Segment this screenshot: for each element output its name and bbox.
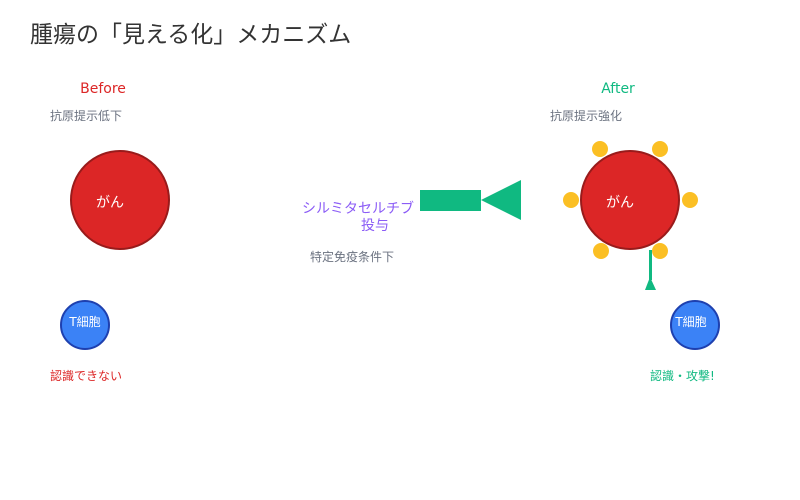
condition-note: 特定免疫条件下 [310,249,394,264]
after-tcell-label: T細胞 [674,315,706,329]
after-result: 認識・攻撃! [650,368,715,383]
after-note: 抗原提示強化 [550,108,622,123]
arrow-shaft [420,190,481,211]
antigen [592,141,608,157]
antigen [652,243,668,259]
antigen [682,192,698,208]
attack-arrow-head-icon [645,277,656,290]
antigen [652,141,668,157]
before-result: 認識できない [50,368,122,383]
before-note: 抗原提示低下 [50,108,122,123]
before-tcell [60,300,110,350]
antigens [563,141,698,259]
drug-name: シルミタセルチブ [302,200,414,217]
after-cancer-cell [580,150,680,250]
after-cancer-label: がん [606,195,634,211]
before-tcell-label: T細胞 [68,315,100,329]
before-cancer-label: がん [96,195,124,211]
before-heading: Before [80,81,126,97]
after-tcell [670,300,720,350]
arrow-head-icon [481,180,521,220]
before-cancer-cell [70,150,170,250]
antigen [563,192,579,208]
after-heading: After [601,81,635,97]
title: 腫瘍の「見える化」メカニズム [30,22,351,48]
drug-action: 投与 [361,218,389,234]
antigen [593,243,609,259]
